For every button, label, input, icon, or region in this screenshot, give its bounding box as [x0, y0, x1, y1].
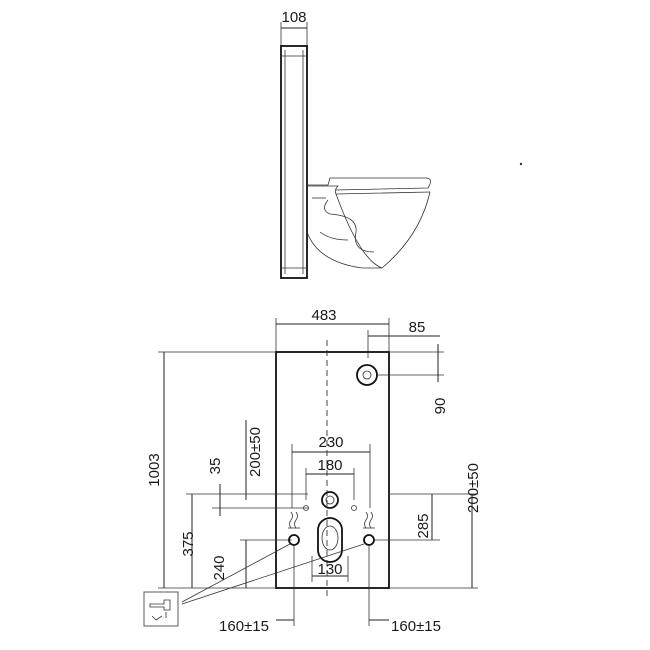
heat-left-icon: [288, 511, 300, 529]
dim-label-90: 90: [432, 398, 449, 415]
toilet-bowl-side: [306, 177, 431, 269]
dim-label-left-160: 160±15: [219, 618, 269, 635]
dim-label-35: 35: [207, 458, 224, 475]
front-frame-panel: [275, 351, 390, 589]
front-view: 483 85 90 1003 230 180 200±50: [143, 307, 482, 635]
dim-label-180: 180: [317, 457, 342, 474]
dim-label-375: 375: [180, 531, 197, 556]
dim-label-108: 108: [281, 9, 306, 26]
water-connection-right-icon: [363, 534, 375, 546]
leader-line-right: [181, 543, 365, 605]
water-tap-icon: [143, 591, 179, 627]
dim-label-130: 130: [317, 561, 342, 578]
side-frame-panel: [280, 45, 308, 279]
dim-label-right-160: 160±15: [391, 618, 441, 635]
dim-label-240: 240: [211, 555, 228, 580]
stray-dot: [519, 162, 523, 166]
flush-button-icon: [356, 364, 378, 386]
leader-line-left: [181, 543, 291, 603]
dim-label-85: 85: [409, 319, 426, 336]
dim-label-right-200: 200±50: [465, 463, 482, 513]
heat-right-icon: [363, 511, 375, 529]
dim-label-230: 230: [318, 434, 343, 451]
dim-label-285: 285: [415, 513, 432, 538]
drain-outlet-icon: [317, 517, 343, 563]
side-view: 108: [280, 9, 523, 279]
dim-label-1003: 1003: [146, 453, 163, 486]
supply-outlet-icon: [321, 491, 339, 509]
dim-label-left-200: 200±50: [247, 427, 264, 477]
dim-label-483: 483: [311, 307, 336, 324]
